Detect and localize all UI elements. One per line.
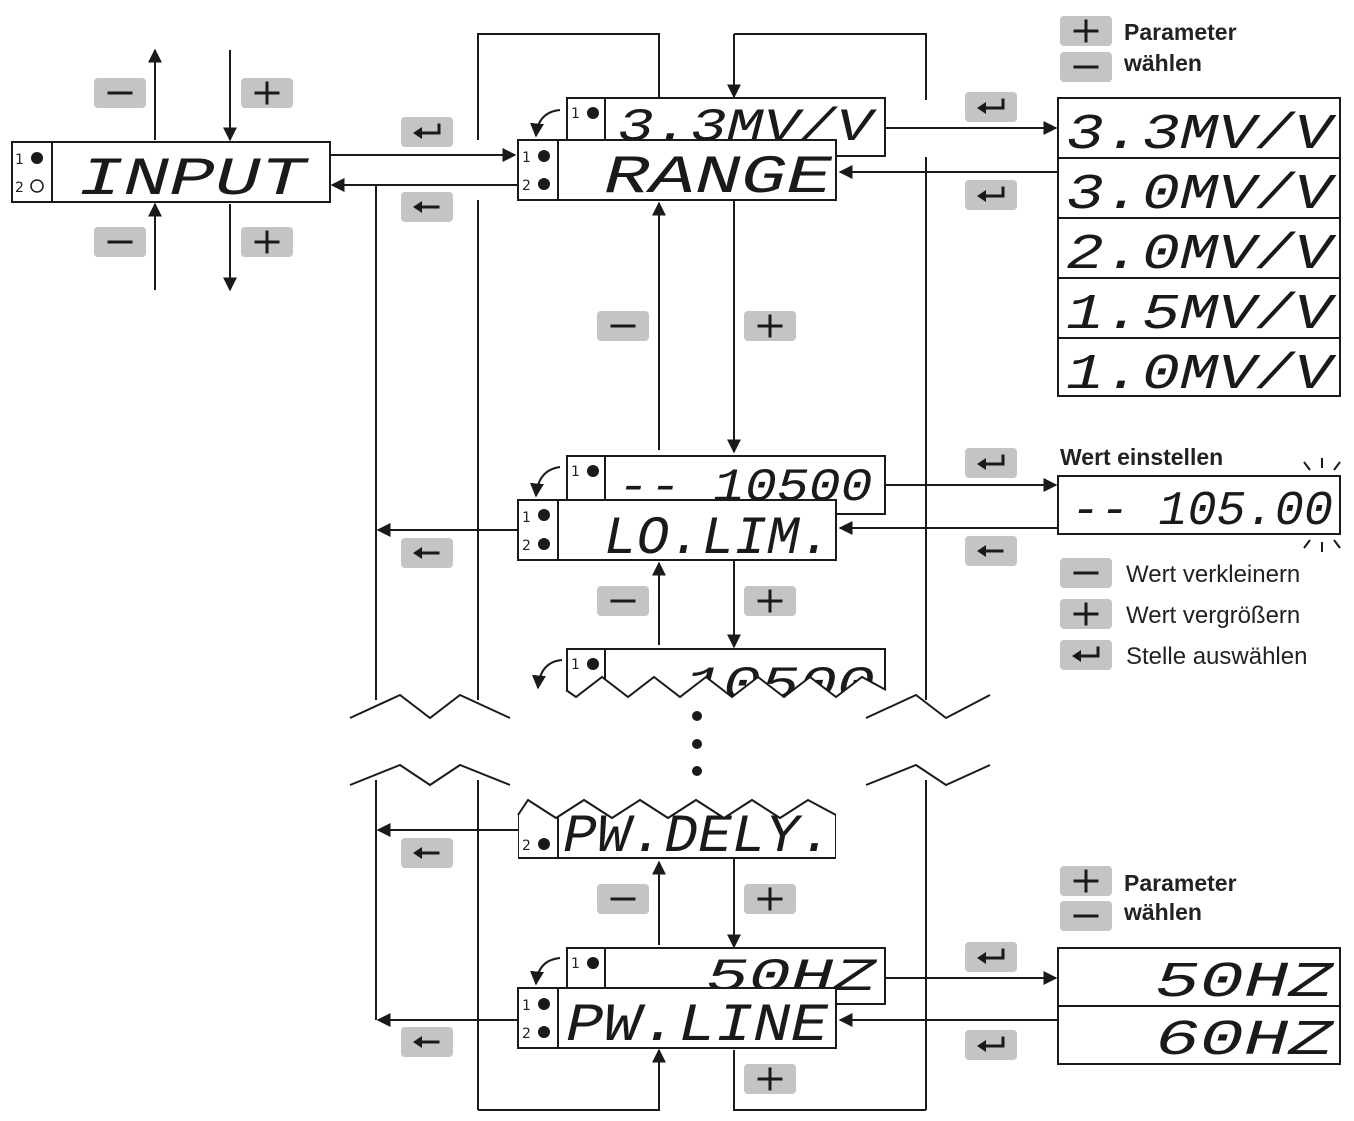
indicator-1-on	[587, 957, 599, 969]
next-value-display: 1 10500	[565, 648, 887, 712]
enter-key-icon	[963, 446, 1019, 480]
plus-key-icon	[1058, 864, 1114, 898]
indicator-1-label: 1	[571, 657, 580, 673]
legend-bottom-line1: Parameter	[1124, 870, 1237, 896]
curved-arrow-icon	[531, 659, 563, 690]
plus-key-icon	[742, 882, 798, 916]
legend-top-line2: wählen	[1123, 50, 1202, 76]
curved-arrow-icon	[530, 957, 561, 986]
indicator-1-label: 1	[522, 998, 531, 1014]
input-display: 1 2 INPUT	[11, 141, 331, 211]
enter-key-icon	[963, 940, 1019, 974]
indicator-1-on	[587, 465, 599, 477]
indicator-1-label: 1	[15, 152, 24, 168]
value-panel-value: -- 105.00	[1071, 485, 1333, 539]
legend-top-line1: Parameter	[1124, 19, 1237, 45]
indicator-1-on	[31, 152, 43, 164]
plus-key-icon	[239, 225, 295, 259]
indicator-1-label: 1	[522, 510, 531, 526]
plus-key-icon	[1058, 597, 1114, 631]
indicator-1-on	[538, 998, 550, 1010]
back-key-icon	[399, 536, 455, 570]
back-key-icon	[399, 836, 455, 870]
range-option: 1.0MV/V	[1066, 347, 1337, 404]
range-option: 3.3MV/V	[1066, 107, 1337, 164]
minus-key-icon	[92, 225, 148, 259]
indicator-2-label: 2	[522, 838, 531, 854]
plus-key-icon	[742, 584, 798, 618]
value-enter-label: Stelle auswählen	[1126, 643, 1307, 670]
minus-key-icon	[1058, 899, 1114, 933]
back-key-icon	[963, 534, 1019, 568]
range-option: 1.5MV/V	[1066, 287, 1337, 344]
indicator-2-off	[30, 179, 44, 193]
range-display-text: RANGE	[604, 148, 833, 209]
enter-key-icon	[1058, 638, 1114, 672]
freq-option: 60HZ	[1155, 1013, 1334, 1070]
plus-key-icon	[239, 76, 295, 110]
indicator-2-label: 2	[522, 178, 531, 194]
frame-bottom-left	[478, 1048, 666, 1111]
indicator-2-on	[538, 838, 550, 850]
indicator-1-label: 1	[522, 150, 531, 166]
frame-bottom-right	[733, 1050, 926, 1111]
range-option: 2.0MV/V	[1066, 227, 1337, 284]
minus-key-icon	[1058, 50, 1114, 84]
indicator-2-label: 2	[15, 180, 24, 196]
indicator-2-on	[538, 538, 550, 550]
enter-key-icon	[963, 90, 1019, 124]
value-plus-label: Wert vergrößern	[1126, 602, 1300, 629]
input-display-text: INPUT	[78, 150, 310, 211]
frame-top-right	[734, 33, 927, 100]
break-lines	[349, 693, 991, 787]
plus-key-icon	[742, 1062, 798, 1096]
pwdely-display-text: PW.DELY.	[563, 807, 833, 868]
pwline-display: 1 2 PW.LINE	[517, 987, 837, 1057]
frame-top-left	[477, 33, 660, 140]
pwline-display-text: PW.LINE	[566, 996, 829, 1057]
value-panel-title: Wert einstellen	[1060, 444, 1223, 470]
ellipsis-dots	[692, 711, 702, 776]
freq-options-list: 50HZ 60HZ	[1057, 947, 1341, 1070]
indicator-1-on	[538, 150, 550, 162]
curved-arrow-icon	[530, 109, 561, 138]
indicator-1-label: 1	[571, 106, 580, 122]
indicator-2-label: 2	[522, 538, 531, 554]
indicator-1-on	[587, 107, 599, 119]
indicator-2-on	[538, 178, 550, 190]
blink-rays-icon	[1303, 458, 1341, 552]
indicator-1-label: 1	[571, 464, 580, 480]
value-panel-display: -- 105.00	[1057, 475, 1341, 539]
curved-arrow-icon	[529, 466, 561, 498]
enter-key-icon	[963, 1028, 1019, 1062]
range-option: 3.0MV/V	[1066, 167, 1337, 224]
plus-key-icon	[742, 309, 798, 343]
indicator-2-on	[538, 1026, 550, 1038]
indicator-1-on	[538, 509, 550, 521]
loop-frame	[375, 33, 927, 1111]
minus-key-icon	[595, 584, 651, 618]
lolim-display-text: LO.LIM.	[604, 509, 832, 570]
indicator-1-on	[587, 658, 599, 670]
range-display: 1 2 RANGE	[517, 139, 837, 209]
lolim-display: 1 2 LO.LIM.	[517, 499, 837, 570]
enter-key-icon	[399, 115, 455, 149]
range-options-list: 3.3MV/V 3.0MV/V 2.0MV/V 1.5MV/V 1.0MV/V	[1057, 97, 1341, 404]
minus-key-icon	[1058, 556, 1114, 590]
indicator-2-label: 2	[522, 1026, 531, 1042]
legend-bottom-line2: wählen	[1123, 899, 1202, 925]
value-minus-label: Wert verkleinern	[1126, 561, 1300, 588]
plus-key-icon	[1058, 14, 1114, 48]
indicator-1-label: 1	[571, 956, 580, 972]
enter-key-icon	[963, 178, 1019, 212]
next-value-text: 10500	[685, 660, 875, 712]
minus-key-icon	[92, 76, 148, 110]
minus-key-icon	[595, 309, 651, 343]
back-key-icon	[399, 190, 455, 224]
pwdely-display: 2 PW.DELY.	[517, 798, 837, 868]
back-key-icon	[399, 1025, 455, 1059]
freq-option: 50HZ	[1155, 955, 1334, 1012]
minus-key-icon	[595, 882, 651, 916]
